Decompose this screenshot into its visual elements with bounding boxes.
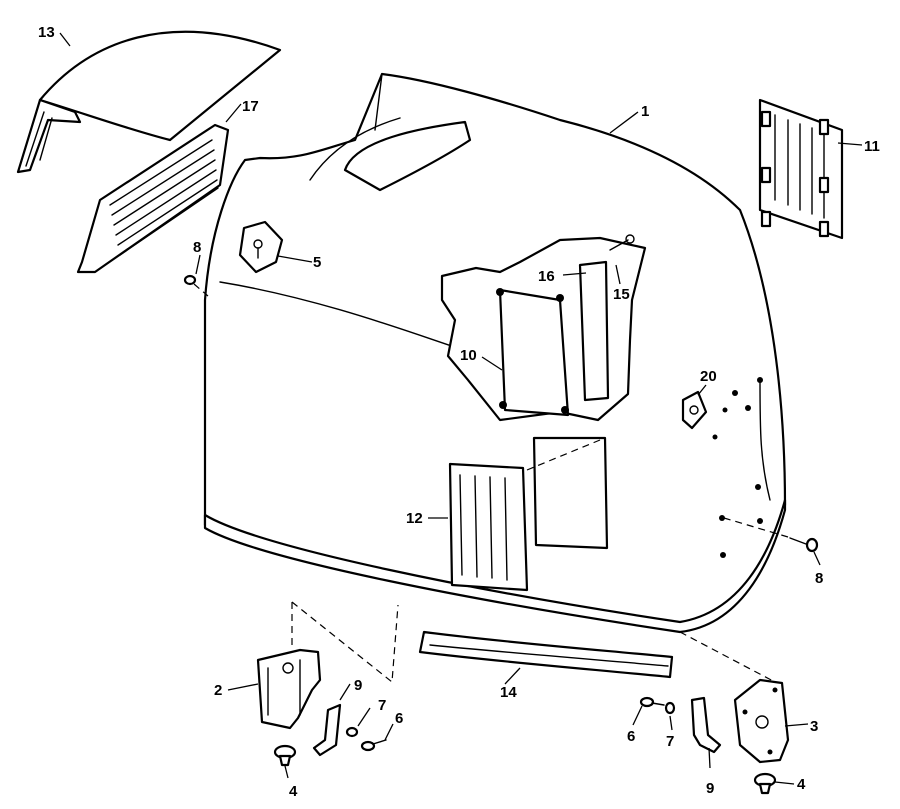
part-7-washer-left (345, 726, 359, 738)
callout-6-left: 6 (395, 710, 403, 727)
callout-11: 11 (864, 138, 880, 155)
part-9-latch-hook-left (312, 703, 342, 757)
callout-13: 13 (38, 24, 55, 41)
callout-7-right: 7 (666, 733, 674, 750)
callout-4-left: 4 (289, 783, 298, 800)
part-8-screw-right (723, 517, 819, 553)
callout-10: 10 (460, 347, 477, 364)
part-11-intake-grille (758, 98, 844, 240)
part-14-seal-strip (418, 630, 674, 679)
callout-1: 1 (641, 103, 649, 120)
part-10-cutaway-panel (440, 234, 647, 422)
part-4-grommet-right (753, 772, 777, 795)
part-20-plate (681, 390, 708, 430)
part-6-screw-left (360, 739, 387, 752)
callout-15: 15 (613, 286, 630, 303)
part-7-washer-right (664, 701, 676, 715)
part-5-bracket (238, 220, 284, 274)
callout-2: 2 (214, 682, 222, 699)
callout-20: 20 (700, 368, 717, 385)
assembly-dash-lines (291, 601, 776, 684)
callout-14: 14 (500, 684, 517, 701)
leader-lines (59, 32, 863, 785)
part-9-latch-hook-right (690, 696, 722, 754)
callout-5: 5 (313, 254, 321, 271)
callout-3: 3 (810, 718, 818, 735)
callout-labels: 1 13 17 11 8 5 16 15 10 20 12 8 14 2 9 7… (38, 24, 880, 800)
part-12-side-grille (448, 436, 609, 592)
callout-7-left: 7 (378, 697, 386, 714)
callout-8-top: 8 (193, 239, 201, 256)
callout-9-right: 9 (706, 780, 714, 797)
callout-12: 12 (406, 510, 423, 527)
part-2-latch-bracket (256, 648, 322, 730)
callout-6-right: 6 (627, 728, 635, 745)
part-17-grille (76, 123, 230, 274)
part-3-latch-bracket (733, 678, 790, 764)
callout-9-left: 9 (354, 677, 362, 694)
part-4-grommet-left (273, 744, 297, 767)
part-13-rear-cover (16, 30, 282, 174)
part-6-screw-right (639, 696, 665, 708)
callout-16: 16 (538, 268, 555, 285)
callout-4-right: 4 (797, 776, 806, 793)
callout-17: 17 (242, 98, 259, 115)
callout-8-right: 8 (815, 570, 823, 587)
part-8-screw-top (183, 274, 209, 297)
